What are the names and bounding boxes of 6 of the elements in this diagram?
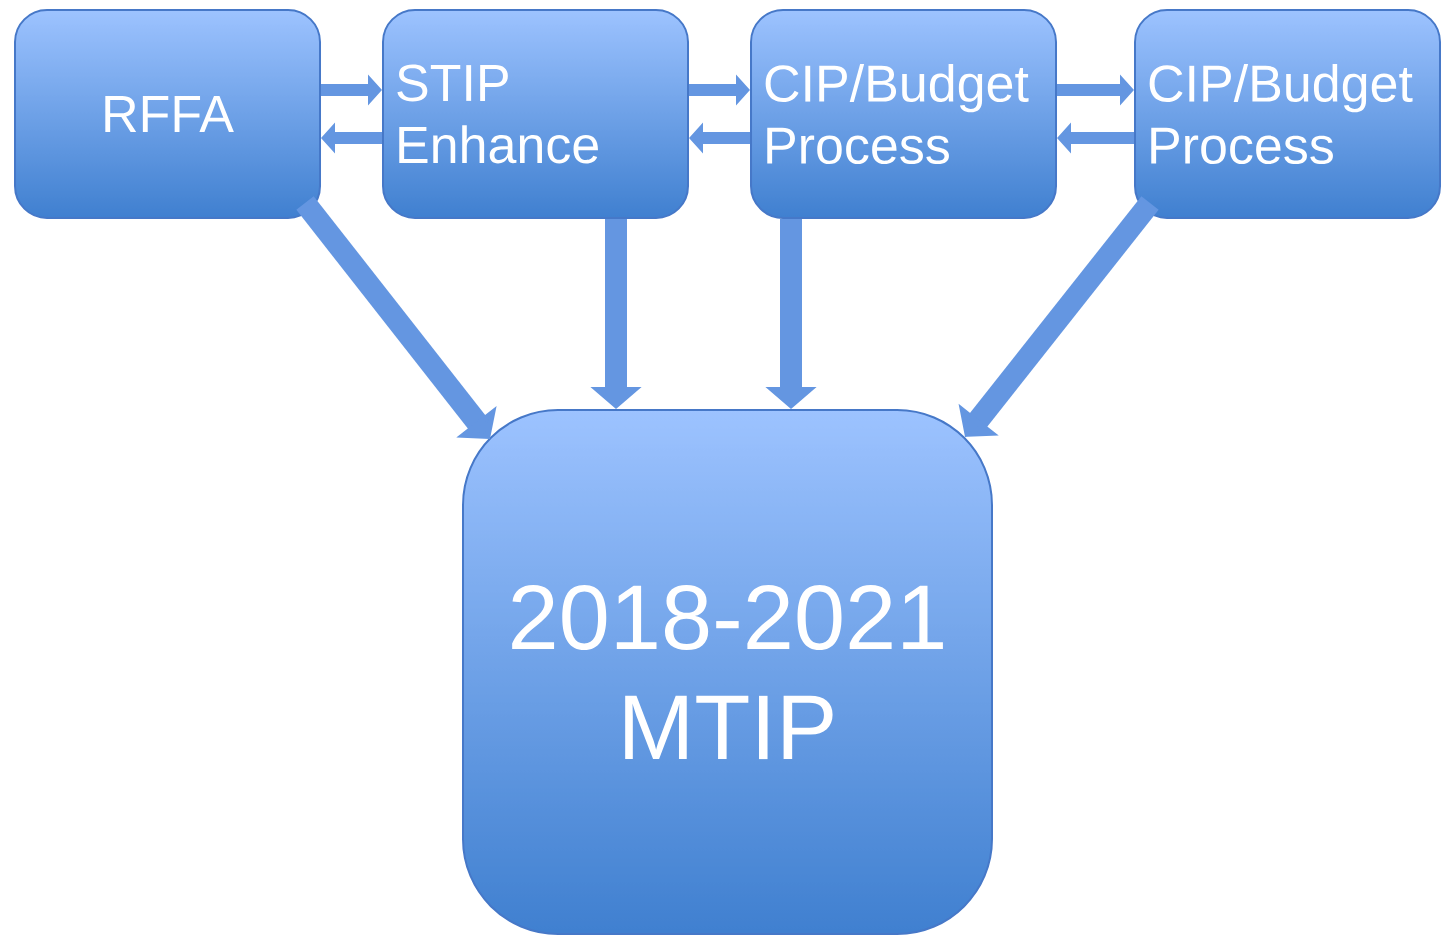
process-box: CIP/Budget Process bbox=[750, 9, 1057, 219]
process-box: STIP Enhance bbox=[382, 9, 689, 219]
process-box: RFFA bbox=[14, 9, 321, 219]
block-arrow bbox=[296, 196, 497, 439]
process-box: 2018-2021 MTIP bbox=[462, 409, 993, 935]
process-box: CIP/Budget Process bbox=[1134, 9, 1441, 219]
